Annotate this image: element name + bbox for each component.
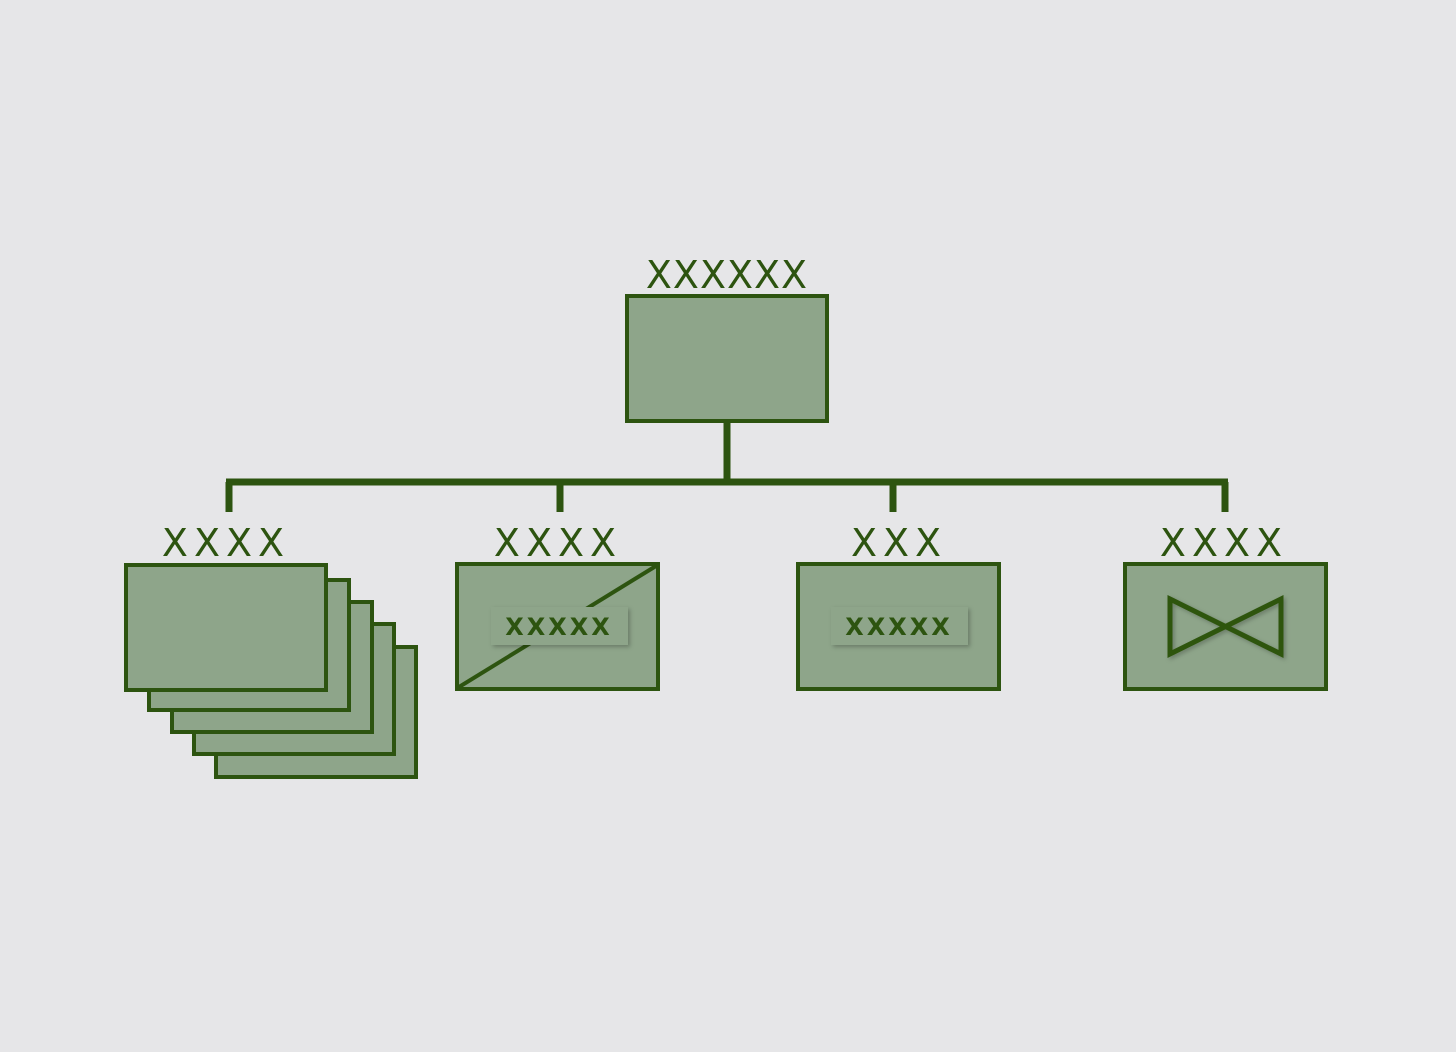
child-node-3-inner-label: XXXXX [845, 613, 953, 641]
child-node-3-chip [831, 607, 968, 645]
child-node-4-label: XXXX [1160, 521, 1288, 565]
connector-lines [225, 420, 1229, 512]
child-node-1-label: XXXX [162, 521, 290, 565]
child-node-4: XXXX [1123, 521, 1328, 691]
child-node-3-label: XXX [851, 521, 947, 565]
child-node-1: XXXX [124, 521, 418, 779]
root-node-box [625, 294, 829, 423]
stacked-rectangles-icon [124, 563, 418, 779]
child-node-2-label: XXXX [494, 521, 622, 565]
root-node-label: XXXXXX [646, 253, 808, 297]
root-node: XXXXXX [625, 253, 829, 423]
child-node-2: XXXX XXXXX [455, 521, 660, 691]
child-node-2-chip [491, 607, 628, 645]
child-node-2-inner-label: XXXXX [505, 613, 613, 641]
child-node-3: XXX XXXXX [796, 521, 1001, 691]
child-node-1-box [124, 563, 328, 692]
bowtie-icon [1167, 594, 1284, 659]
